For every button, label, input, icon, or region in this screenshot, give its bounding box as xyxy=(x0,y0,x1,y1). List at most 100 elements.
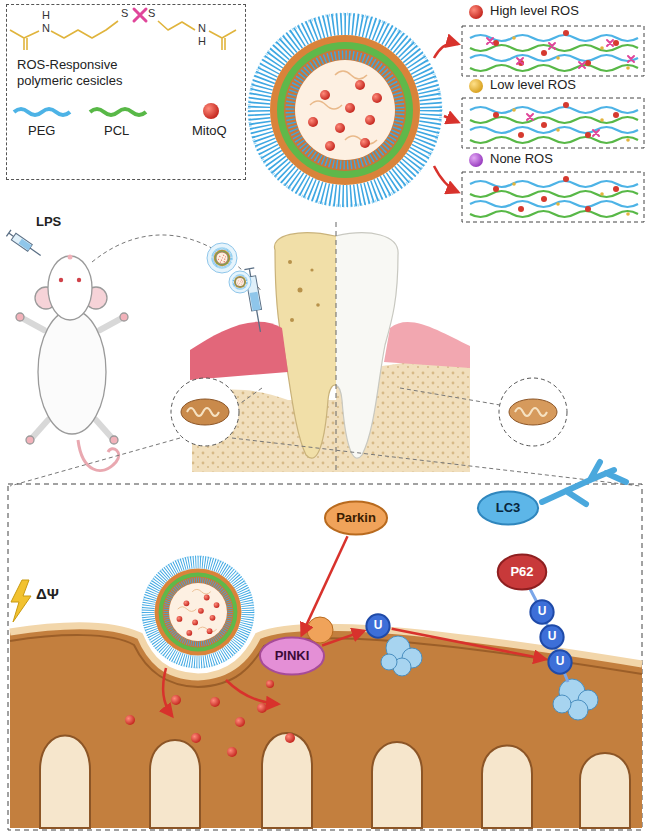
tooth xyxy=(290,318,294,322)
mitochondria-zoom xyxy=(171,378,239,446)
release-arrows xyxy=(434,43,458,192)
gingiva xyxy=(190,322,288,380)
syringe-lps xyxy=(18,239,31,251)
atom-label: S xyxy=(148,7,155,20)
mitochondrion-section xyxy=(580,753,630,828)
atom-label: H xyxy=(42,9,50,22)
protein-blob: LC3 xyxy=(477,491,539,525)
syringe-vesicles xyxy=(250,292,261,311)
legend-label: PEG xyxy=(28,124,55,139)
injected-vesicles xyxy=(232,274,247,289)
mitochondrion-section xyxy=(262,733,312,828)
protein-blob-fill xyxy=(498,555,547,590)
substrate-protein-tagged xyxy=(553,679,598,720)
cleaved-bond-marks xyxy=(517,58,523,64)
protein-blob: P62 xyxy=(497,554,547,590)
atom-label: N xyxy=(42,22,50,35)
condition-label: High level ROS xyxy=(490,4,579,19)
release-boxes xyxy=(462,26,644,222)
release-arrows xyxy=(444,116,458,122)
molecule-skeleton xyxy=(10,21,236,50)
tooth xyxy=(316,303,320,307)
protein-blob-fill xyxy=(478,492,538,525)
mitochondria-zoom xyxy=(187,408,219,416)
mitochondria-zoom xyxy=(181,399,229,425)
mouse xyxy=(16,313,24,321)
legend-label: MitoQ xyxy=(192,124,227,139)
illustration xyxy=(470,176,638,217)
condition-label: Low level ROS xyxy=(490,78,576,93)
release-arrows xyxy=(434,43,458,58)
mitochondria-zoom xyxy=(238,388,500,405)
reagent-label: LPS xyxy=(36,215,61,230)
injected-vesicles xyxy=(207,243,237,273)
mouse xyxy=(16,255,128,471)
cleaved-bond-marks xyxy=(549,43,555,49)
syringe-lps xyxy=(6,230,43,259)
tooth xyxy=(288,260,292,264)
molecule-skeleton xyxy=(209,30,236,50)
release-arrows-lower xyxy=(226,680,278,704)
pcl-sample xyxy=(90,109,146,115)
detail-panel xyxy=(8,484,642,830)
mitochondria-zoom xyxy=(10,378,640,486)
peg-sample xyxy=(14,109,70,115)
protein-blob: PINKI xyxy=(259,637,325,675)
tooth xyxy=(298,288,303,293)
protein-blob: Parkin xyxy=(324,501,388,535)
divider xyxy=(336,222,337,472)
syringe-lps xyxy=(6,230,43,259)
mitochondria-zoom xyxy=(499,378,567,446)
mouse xyxy=(78,440,119,471)
pathway-arrow xyxy=(302,536,348,635)
pathway-arrow xyxy=(392,629,546,659)
cleaved-bond-marks xyxy=(487,38,634,136)
ros-low-ball xyxy=(469,79,483,93)
node-label: LC3 xyxy=(496,501,521,516)
cleaved-bond-marks xyxy=(607,40,613,46)
ubiquitin-ball-fill xyxy=(548,650,571,673)
vesicle-large xyxy=(249,14,441,206)
substrate-protein xyxy=(381,654,397,670)
released-mitoq xyxy=(235,717,245,727)
release-boxes xyxy=(462,26,644,76)
mouse xyxy=(68,255,73,260)
mouse xyxy=(59,278,63,282)
release-boxes xyxy=(462,98,644,148)
mitochondrion-section xyxy=(40,736,90,829)
node-label: U xyxy=(556,655,565,669)
injected-vesicles xyxy=(207,243,251,293)
legend-label: PCL xyxy=(104,124,129,139)
injected-vesicles xyxy=(211,247,232,268)
injected-vesicles xyxy=(229,271,251,293)
mitochondrion-section xyxy=(372,742,422,828)
ubiquitin-ball: U xyxy=(530,600,554,624)
node-label: Parkin xyxy=(336,511,376,526)
mouse xyxy=(77,278,81,282)
released-mitoq xyxy=(210,697,220,707)
released-mitoq xyxy=(191,733,201,743)
mitochondria-zoom xyxy=(509,399,557,425)
pathway-arrow xyxy=(322,631,364,646)
zoom-line xyxy=(92,235,262,292)
mouse xyxy=(26,436,34,444)
ubiquitin-chain-link xyxy=(528,585,568,682)
cleaved-bond-marks xyxy=(527,114,533,120)
atom-label: S xyxy=(121,7,128,20)
mouse xyxy=(120,313,128,321)
mitochondrion-section xyxy=(40,733,630,828)
released-mitoq xyxy=(266,680,274,688)
atom-label: N xyxy=(198,22,206,35)
release-arrows xyxy=(434,166,458,192)
ubiquitin-ball: U xyxy=(548,650,572,674)
released-mitoq xyxy=(257,703,267,713)
ubiquitin-ball-fill xyxy=(540,625,563,648)
release-arrows-lower xyxy=(163,668,278,716)
release-arrows-lower xyxy=(163,668,172,716)
release-boxes xyxy=(462,172,644,222)
mitochondria-zoom xyxy=(515,408,547,416)
